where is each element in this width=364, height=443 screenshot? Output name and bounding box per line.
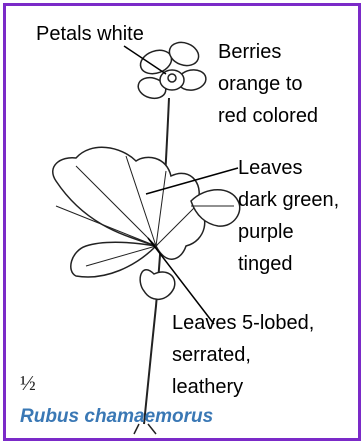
leaves-color-label-line-4: tinged [238, 252, 293, 276]
flower [136, 39, 208, 102]
leaves-shape-label-line-1: Leaves 5-lobed, [172, 311, 314, 335]
plant-illustration [6, 6, 358, 438]
leaves-shape-label-line-3: leathery [172, 375, 243, 399]
leaves-shape-label-line-2: serrated, [172, 343, 251, 367]
large-leaf [53, 147, 205, 277]
leaves-color-label-line-1: Leaves [238, 156, 303, 180]
small-leaf-lower [140, 270, 175, 300]
berries-label-line-3: red colored [218, 104, 318, 128]
petals-label: Petals white [36, 22, 144, 46]
leaves-color-label-line-2: dark green, [238, 188, 339, 212]
species-name: Rubus chamaemorus [20, 406, 213, 428]
leaves-color-label-line-3: purple [238, 220, 294, 244]
scale-label: ½ [20, 371, 36, 396]
berries-label-line-1: Berries [218, 40, 281, 64]
plant-card: Petals white Berries orange to red color… [3, 3, 361, 441]
berries-label-line-2: orange to [218, 72, 303, 96]
